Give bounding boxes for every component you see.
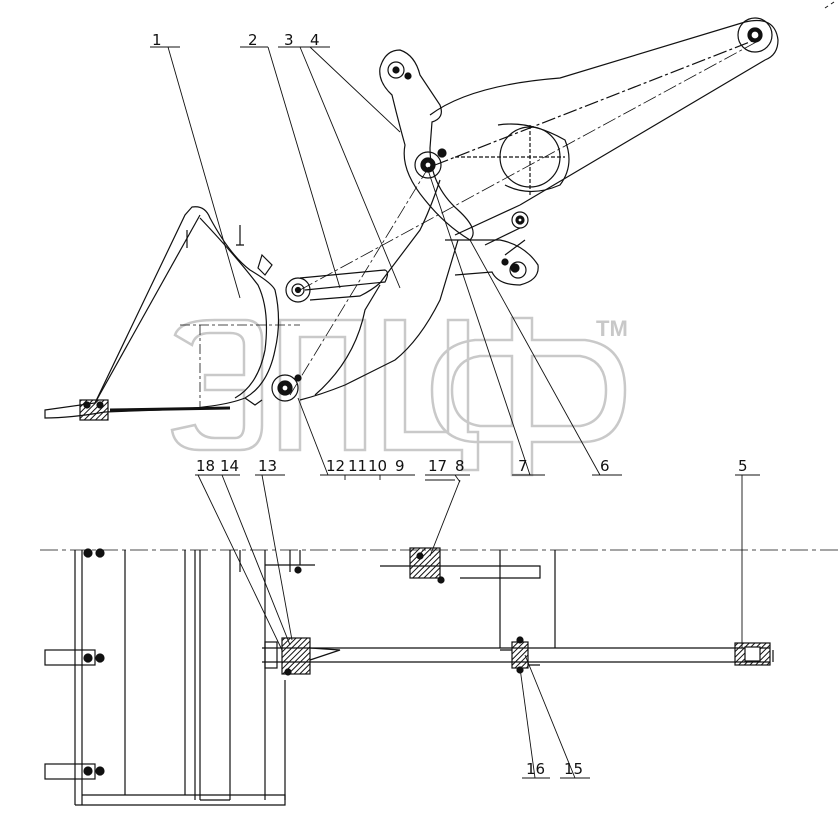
callout-9: 9 [395, 457, 405, 475]
callout-8: 8 [455, 457, 465, 475]
watermark [170, 316, 627, 477]
callout-11: 11 [348, 457, 367, 475]
callout-numbers: 1 2 3 4 12 11 10 9 17 8 7 6 18 14 13 5 1… [152, 31, 748, 778]
callout-13: 13 [258, 457, 277, 475]
callout-4: 4 [310, 31, 320, 49]
watermark-tm: TM [596, 316, 628, 341]
frame-links [445, 211, 539, 286]
callout-1: 1 [152, 31, 162, 49]
leader-lines [150, 46, 760, 779]
callout-18: 18 [196, 457, 215, 475]
callout-12: 12 [326, 457, 345, 475]
callout-2: 2 [248, 31, 258, 49]
corner-mark [824, 1, 835, 9]
callout-15: 15 [564, 760, 583, 778]
callout-6: 6 [600, 457, 610, 475]
bell-crank [379, 49, 474, 241]
boom-arm [299, 17, 779, 291]
tilt-links [271, 164, 459, 402]
plan-view [40, 547, 838, 806]
callout-17: 17 [428, 457, 447, 475]
callout-3: 3 [284, 31, 294, 49]
callout-7: 7 [518, 457, 528, 475]
callout-5: 5 [738, 457, 748, 475]
callout-10: 10 [368, 457, 387, 475]
ripper-tooth [44, 206, 300, 421]
callout-14: 14 [220, 457, 239, 475]
callout-16: 16 [526, 760, 545, 778]
